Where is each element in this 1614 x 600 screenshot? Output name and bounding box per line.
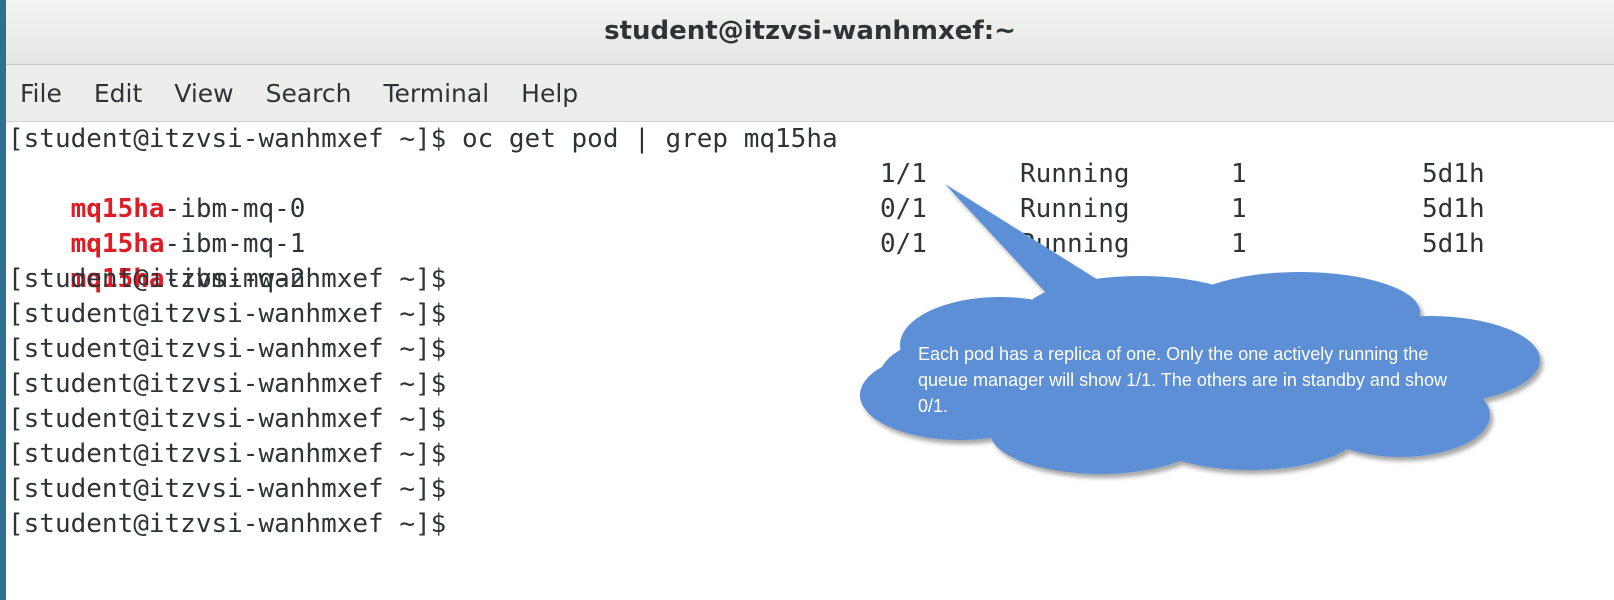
pod-restarts: 1 xyxy=(1231,194,1247,224)
shell-prompt: [student@itzvsi-wanhmxef ~]$ xyxy=(8,369,447,399)
title-bar[interactable]: student@itzvsi-wanhmxef:~ xyxy=(6,0,1614,65)
pod-name-match: mq15ha xyxy=(70,194,165,224)
menu-edit[interactable]: Edit xyxy=(93,78,143,108)
window-left-edge xyxy=(0,0,6,600)
menu-help[interactable]: Help xyxy=(521,78,579,108)
callout-text: Each pod has a replica of one. Only the … xyxy=(918,344,1447,416)
menu-file[interactable]: File xyxy=(20,78,62,108)
pod-row: mq15ha-ibm-mq-2 xyxy=(8,227,306,294)
menu-search[interactable]: Search xyxy=(265,78,352,108)
pod-name-suffix: -ibm-mq-1 xyxy=(164,229,306,259)
pod-name-match: mq15ha xyxy=(70,229,165,259)
pod-status: Running xyxy=(1020,229,1130,259)
pod-ready: 0/1 xyxy=(880,229,927,259)
pod-row: mq15ha-ibm-mq-1 xyxy=(8,192,306,259)
pod-name-match: mq15ha xyxy=(70,264,165,294)
pod-ready: 0/1 xyxy=(880,194,927,224)
pod-row: mq15ha-ibm-mq-0 xyxy=(8,157,306,224)
shell-prompt: [student@itzvsi-wanhmxef ~]$ xyxy=(8,474,447,504)
menu-terminal[interactable]: Terminal xyxy=(383,78,490,108)
pod-ready: 1/1 xyxy=(880,159,927,189)
shell-prompt: [student@itzvsi-wanhmxef ~]$ xyxy=(8,509,447,539)
menu-view[interactable]: View xyxy=(174,78,234,108)
pod-status: Running xyxy=(1020,159,1130,189)
shell-prompt: [student@itzvsi-wanhmxef ~]$ xyxy=(8,404,447,434)
pod-age: 5d1h xyxy=(1422,159,1485,189)
shell-prompt: [student@itzvsi-wanhmxef ~]$ xyxy=(8,439,447,469)
window-title: student@itzvsi-wanhmxef:~ xyxy=(604,16,1016,46)
menu-bar: File Edit View Search Terminal Help xyxy=(6,65,1614,122)
pod-name-suffix: -ibm-mq-0 xyxy=(164,194,306,224)
shell-prompt: [student@itzvsi-wanhmxef ~]$ xyxy=(8,334,447,364)
pod-restarts: 1 xyxy=(1231,159,1247,189)
shell-prompt: [student@itzvsi-wanhmxef ~]$ xyxy=(8,264,447,294)
pod-restarts: 1 xyxy=(1231,229,1247,259)
terminal-output[interactable]: [student@itzvsi-wanhmxef ~]$ oc get pod … xyxy=(6,122,1614,600)
shell-prompt: [student@itzvsi-wanhmxef ~]$ xyxy=(8,299,447,329)
command-line: [student@itzvsi-wanhmxef ~]$ oc get pod … xyxy=(8,124,838,154)
pod-age: 5d1h xyxy=(1422,229,1485,259)
pod-age: 5d1h xyxy=(1422,194,1485,224)
pod-status: Running xyxy=(1020,194,1130,224)
pod-name-suffix: -ibm-mq-2 xyxy=(164,264,306,294)
